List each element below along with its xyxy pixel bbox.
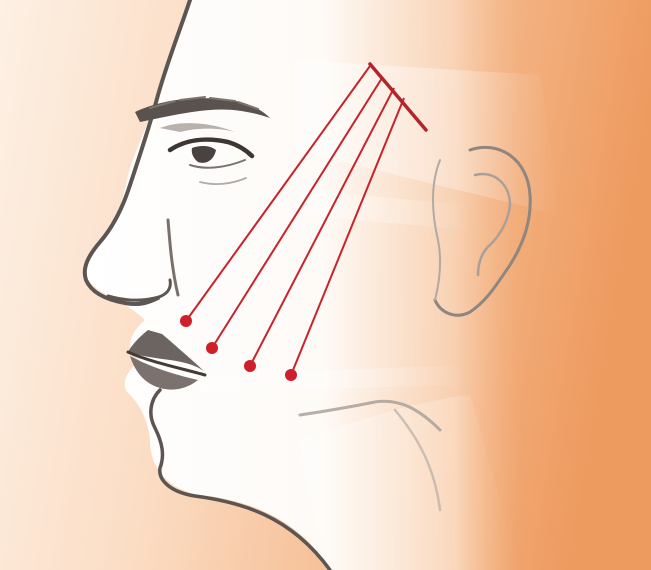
thread-dot-3 <box>244 360 256 372</box>
thread-dot-4 <box>285 369 297 381</box>
thread-dot-2 <box>206 342 218 354</box>
thread-dot-1 <box>180 315 192 327</box>
